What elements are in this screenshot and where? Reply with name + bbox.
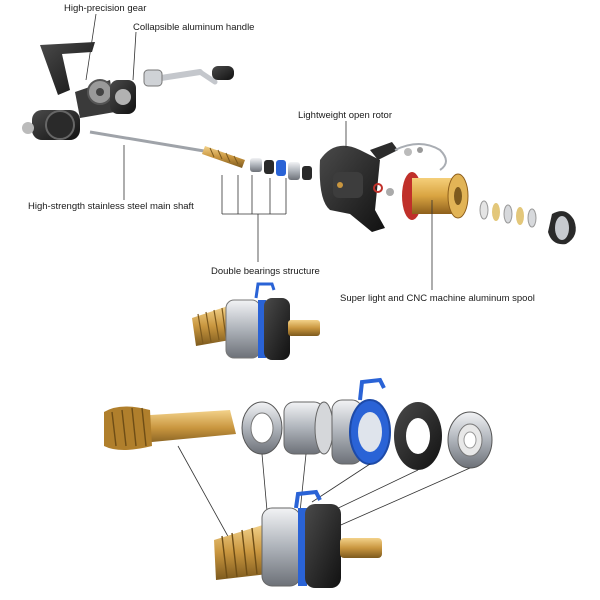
aluminum-spool [402, 172, 469, 220]
reel-body [22, 42, 115, 140]
label-open-rotor: Lightweight open rotor [298, 110, 393, 121]
label-collapsible-handle: Collapsible aluminum handle [133, 22, 255, 33]
bearing-stack-top [250, 158, 312, 180]
main-shaft [89, 130, 245, 168]
side-cover [110, 80, 136, 114]
collapsible-handle [143, 66, 234, 87]
small-washers [373, 183, 394, 196]
drag-knob [548, 211, 576, 245]
steel-sleeve [283, 401, 334, 455]
label-double-bearings: Double bearings structure [211, 266, 320, 277]
label-aluminum-spool: Super light and CNC machine aluminum spo… [340, 293, 535, 304]
bail-wire [394, 143, 447, 171]
brass-pinion-gear [104, 406, 236, 450]
spool-washers [479, 200, 537, 228]
assembled-bearing-small [192, 282, 320, 360]
label-high-precision-gear: High-precision gear [64, 3, 147, 14]
leader-lines-bottom [177, 445, 471, 541]
assembled-bearing-large [214, 489, 382, 588]
blue-anti-reverse-clutch [331, 377, 391, 465]
label-main-shaft: High-strength stainless steel main shaft [28, 201, 194, 212]
black-housing-ring [394, 402, 442, 470]
bearing-ring-1 [241, 401, 283, 455]
open-rotor [319, 142, 398, 232]
bearing-ring-2 [447, 411, 493, 469]
leader-lines-top [85, 13, 433, 290]
high-precision-gear [87, 79, 113, 105]
